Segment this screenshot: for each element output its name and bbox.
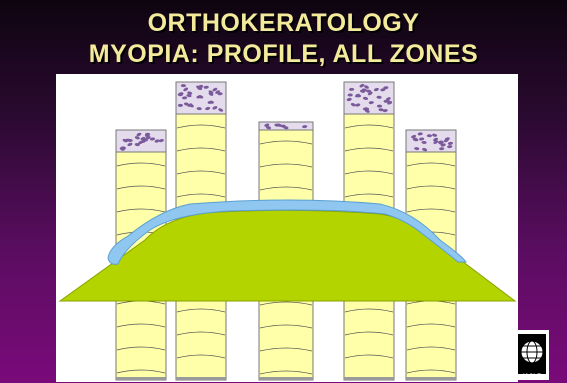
endothelium-layer xyxy=(259,377,313,380)
endothelium-layer xyxy=(176,377,226,380)
cell-nucleus xyxy=(377,105,382,108)
logo-text: IACLE xyxy=(523,374,541,380)
epithelium-layer xyxy=(406,130,456,152)
endothelium-layer xyxy=(344,377,394,380)
iacle-globe-logo: IACLE xyxy=(515,330,549,380)
endothelium-layer xyxy=(406,377,456,380)
endothelium-layer xyxy=(116,377,166,380)
